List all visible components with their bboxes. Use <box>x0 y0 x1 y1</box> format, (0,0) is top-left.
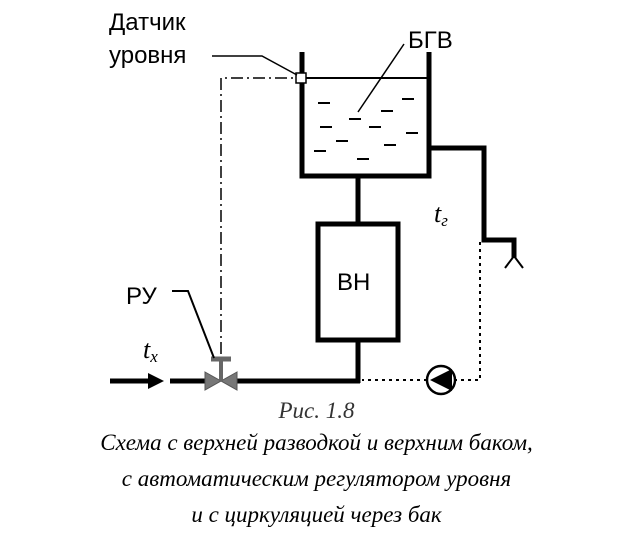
sensor-control-line <box>220 77 296 354</box>
regulator-leader-line <box>172 290 215 359</box>
level-sensor-icon <box>295 72 307 84</box>
regulator-valve-icon <box>204 356 238 391</box>
tank-leader-line <box>357 43 405 113</box>
caption-line-3: и с циркуляцией через бак <box>191 502 442 527</box>
hot-water-temp-sub: г <box>441 211 448 230</box>
level-sensor-label-line1: Датчик <box>109 9 186 36</box>
caption-line-2: с автоматическим регулятором уровня <box>121 466 512 491</box>
circulation-pump-icon <box>425 364 457 396</box>
cold-inlet-arrowhead <box>148 373 164 389</box>
figure-number: Рис. 1.8 <box>278 398 355 423</box>
level-sensor-label-line2: уровня <box>109 42 186 69</box>
regulator-label: РУ <box>126 283 157 310</box>
cold-water-temp-sub: х <box>149 347 158 366</box>
tank-water-dashes <box>314 98 418 160</box>
cold-water-temp-label: tх <box>143 335 158 366</box>
heater-label: ВН <box>337 269 370 296</box>
cold-water-temp-main: t <box>143 335 151 364</box>
tank <box>299 52 432 179</box>
caption-line-1: Схема с верхней разводкой и верхним бако… <box>100 430 533 455</box>
hot-water-temp-main: t <box>434 199 442 228</box>
tank-label: БГВ <box>408 27 453 54</box>
hot-water-pipe <box>429 145 517 258</box>
sensor-leader-line <box>212 55 298 76</box>
tap-outlet <box>504 254 524 269</box>
circulation-line <box>455 242 481 381</box>
hot-water-temp-label: tг <box>434 199 448 230</box>
